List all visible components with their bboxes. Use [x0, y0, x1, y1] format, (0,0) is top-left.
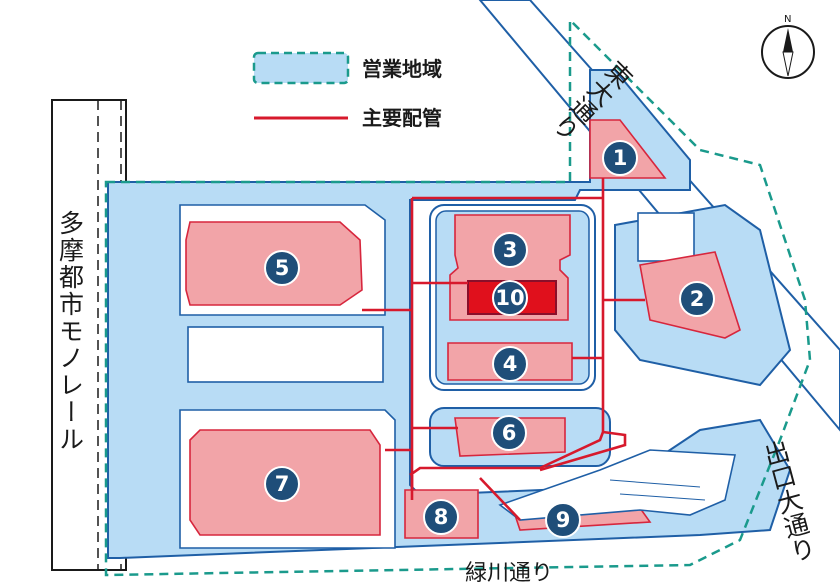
block-3-4-outline	[429, 204, 596, 391]
midorikawa-label: 緑川通り	[465, 561, 553, 586]
marker-label-6: 6	[502, 421, 517, 445]
marker-6	[491, 415, 527, 451]
marker-2	[679, 281, 715, 317]
marker-7	[264, 466, 300, 502]
marker-label-5: 5	[275, 256, 290, 280]
marker-10	[492, 280, 528, 316]
marker-label-9: 9	[556, 508, 571, 532]
legend-service-area-swatch	[252, 51, 350, 85]
marker-1	[602, 140, 638, 176]
vacant-lot-2	[637, 212, 695, 262]
legend-pipe-label: 主要配管	[362, 106, 442, 130]
marker-label-10: 10	[495, 286, 524, 310]
main-pipes	[362, 178, 645, 521]
vacant-lot-1	[187, 326, 384, 383]
marker-8	[423, 499, 459, 535]
marker-label-8: 8	[434, 505, 449, 529]
marker-label-1: 1	[613, 146, 628, 170]
marker-4	[492, 346, 528, 382]
legend-service-area-label: 営業地域	[362, 57, 442, 81]
marker-9	[545, 502, 581, 538]
marker-label-3: 3	[503, 238, 518, 262]
marker-5	[264, 250, 300, 286]
annex-line-2	[619, 493, 706, 501]
north-arrow-icon: N	[761, 14, 815, 79]
compass-north-label: N	[784, 14, 791, 25]
marker-3	[492, 232, 528, 268]
monorail-label: 多摩都市モノレール	[56, 210, 85, 453]
marker-label-7: 7	[275, 472, 290, 496]
marker-label-4: 4	[503, 352, 518, 376]
marker-label-2: 2	[690, 287, 705, 311]
service-area-boundary	[104, 16, 812, 577]
annex-line-1	[609, 479, 701, 488]
